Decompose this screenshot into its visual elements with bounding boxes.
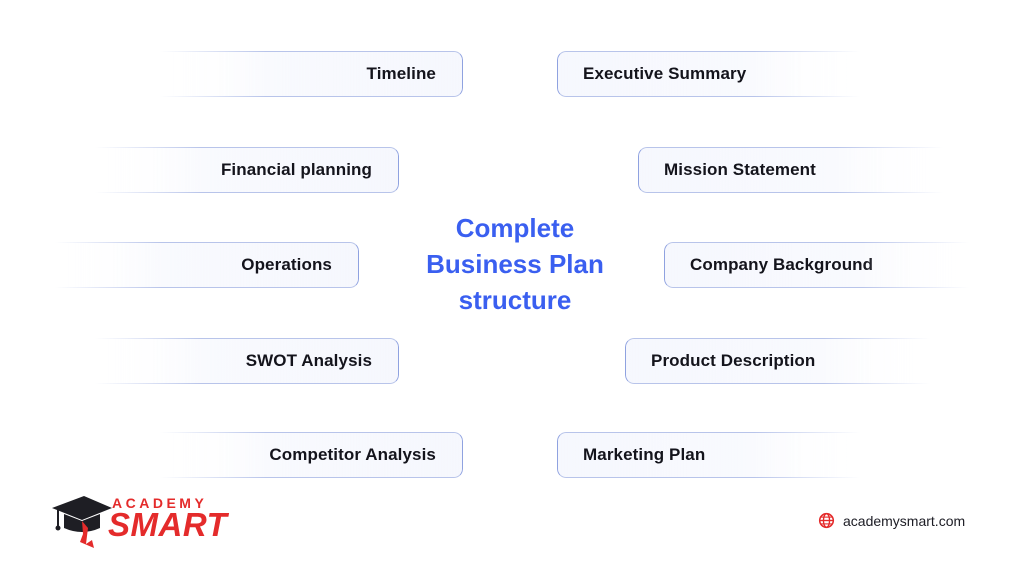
- item-label: Company Background: [690, 255, 874, 274]
- graduation-cap-icon: [52, 496, 112, 548]
- item-executive-summary: Executive Summary: [557, 51, 860, 97]
- item-operations: Operations: [55, 242, 359, 288]
- title-line: Business Plan: [426, 249, 604, 279]
- item-label: Financial planning: [220, 160, 372, 179]
- item-competitor-analysis: Competitor Analysis: [160, 432, 463, 478]
- logo-academy-text: ACADEMY: [112, 495, 208, 511]
- item-label: Marketing Plan: [583, 445, 706, 464]
- website-link[interactable]: academysmart.com: [818, 512, 965, 529]
- item-product-description: Product Description: [625, 338, 930, 384]
- globe-icon: [818, 512, 835, 529]
- logo-smart-text: SMART: [108, 506, 228, 543]
- item-label: Timeline: [366, 64, 436, 83]
- item-label: Mission Statement: [664, 160, 816, 179]
- academy-smart-logo: ACADEMY SMART: [50, 494, 227, 550]
- title-line: Complete: [455, 213, 575, 243]
- website-text: academysmart.com: [843, 512, 966, 529]
- item-swot-analysis: SWOT Analysis: [95, 338, 399, 384]
- item-label: Executive Summary: [583, 64, 747, 83]
- item-label: Operations: [241, 255, 332, 274]
- item-label: Product Description: [651, 351, 816, 370]
- item-marketing-plan: Marketing Plan: [557, 432, 860, 478]
- diagram-title: Complete Business Plan structure: [400, 210, 630, 318]
- title-line: structure: [458, 285, 572, 315]
- item-company-background: Company Background: [664, 242, 969, 288]
- item-label: Competitor Analysis: [269, 445, 436, 464]
- item-mission-statement: Mission Statement: [638, 147, 943, 193]
- item-label: SWOT Analysis: [245, 351, 372, 370]
- item-financial-planning: Financial planning: [95, 147, 399, 193]
- item-timeline: Timeline: [160, 51, 463, 97]
